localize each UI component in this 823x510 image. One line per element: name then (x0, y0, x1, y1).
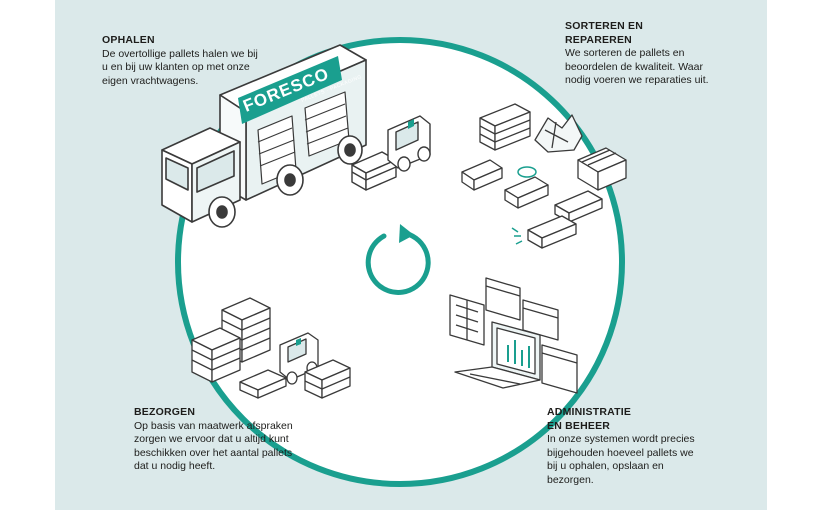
step-ophalen-body: De overtollige pallets halen we bij u en… (102, 47, 258, 87)
step-sorteren-body: We sorteren de pallets en beoordelen de … (565, 47, 709, 86)
step-sorteren-title: SORTEREN EN REPAREREN (565, 20, 644, 46)
step-administratie-title: ADMINISTRATIE EN BEHEER (547, 406, 632, 432)
step-sorteren: SORTEREN EN REPAREREN We sorteren de pal… (565, 20, 715, 88)
administration-illustration (449, 277, 578, 394)
step-bezorgen-title: BEZORGEN (134, 406, 196, 418)
step-bezorgen-body: Op basis van maatwerk afspraken zorgen w… (134, 419, 293, 473)
cycle-arrow-icon (365, 224, 431, 295)
step-bezorgen: BEZORGEN Op basis van maatwerk afspraken… (134, 406, 299, 474)
delivery-illustration (191, 297, 351, 399)
forklift-illustration-top (351, 115, 431, 191)
truck-illustration (161, 44, 367, 228)
step-administratie: ADMINISTRATIE EN BEHEER In onze systemen… (547, 406, 697, 487)
step-ophalen-title: OPHALEN (102, 34, 155, 46)
step-administratie-body: In onze systemen wordt precies bijgehoud… (547, 433, 695, 486)
sorting-illustration (461, 103, 627, 249)
step-ophalen: OPHALEN De overtollige pallets halen we … (102, 34, 262, 88)
